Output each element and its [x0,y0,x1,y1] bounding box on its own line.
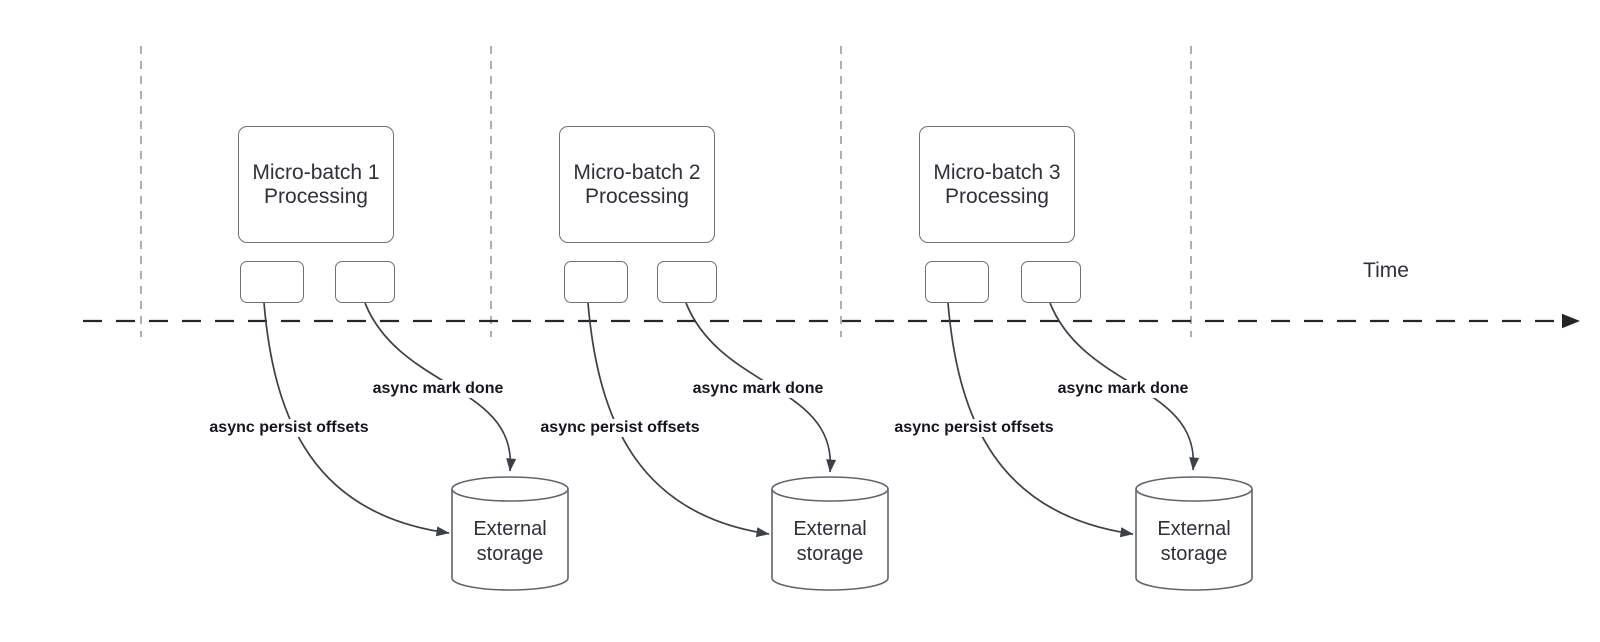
micro-batch-2-title: Micro-batch 2 [573,160,701,184]
persist-offsets-label: async persist offsets [537,419,703,437]
micro-batch-1-title: Micro-batch 1 [252,160,380,184]
persist-offsets-source-box [925,261,989,303]
external-storage-cylinder [771,476,889,591]
timeline-arrowhead [1562,313,1580,329]
external-storage-label: External storage [1157,518,1231,565]
micro-batch-3-subtitle: Processing [945,184,1049,208]
mark-done-source-box [335,261,395,303]
persist-offsets-label: async persist offsets [891,419,1057,437]
micro-batch-3-box: Micro-batch 3 Processing [919,126,1075,243]
persist-offsets-edge [587,302,770,538]
micro-batch-1-subtitle: Processing [264,184,368,208]
external-storage-cylinder [451,476,569,591]
mark-done-source-box [657,261,717,303]
mark-done-label: async mark done [369,380,507,398]
external-storage-label: External storage [793,518,867,565]
micro-batch-2-subtitle: Processing [585,184,689,208]
mark-done-label: async mark done [1054,380,1192,398]
external-storage-cylinder [1135,476,1253,591]
time-label: Time [1363,259,1409,282]
persist-offsets-source-box [564,261,628,303]
micro-batch-1-box: Micro-batch 1 Processing [238,126,394,243]
persist-offsets-source-box [240,261,304,303]
micro-batch-2-box: Micro-batch 2 Processing [559,126,715,243]
external-storage-label: External storage [473,518,547,565]
persist-offsets-edge [947,302,1134,538]
persist-offsets-edge [263,302,450,537]
micro-batch-3-title: Micro-batch 3 [933,160,1061,184]
mark-done-source-box [1021,261,1081,303]
persist-offsets-label: async persist offsets [206,419,372,437]
mark-done-label: async mark done [689,380,827,398]
